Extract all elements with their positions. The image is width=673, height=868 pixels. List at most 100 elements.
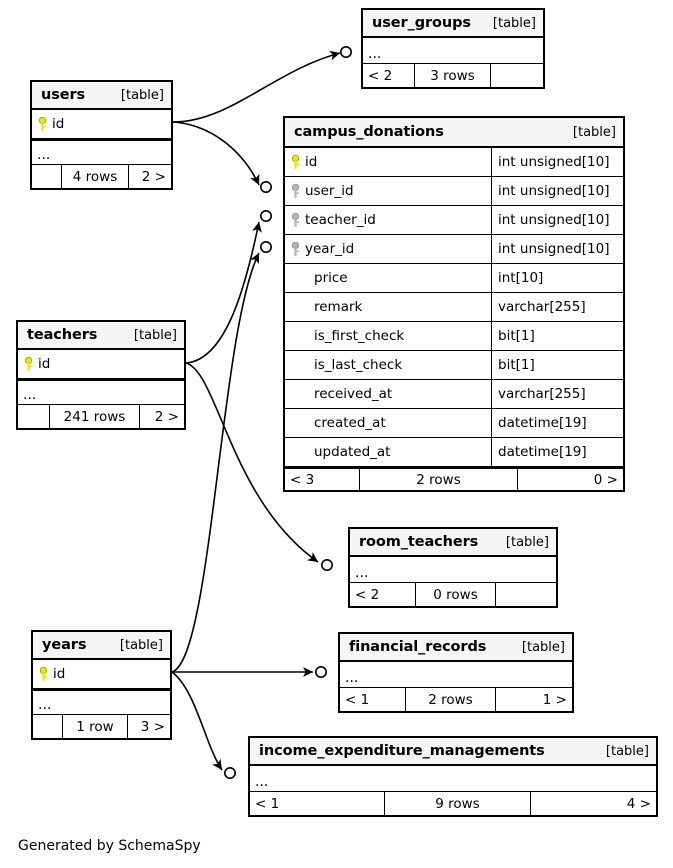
table-title: financial_records [349,639,487,655]
column-name-cell: is_last_check [285,351,491,379]
column-name-cell: price [285,264,491,292]
column-type: bit[1] [491,351,623,379]
table-header: room_teachers [table] [350,529,556,557]
column-type: int unsigned[10] [491,177,623,205]
column-name: updated_at [314,444,391,460]
edge-endpoint-circle [224,766,237,779]
table-title: campus_donations [294,124,444,140]
ellipsis-text: ... [37,147,51,163]
column-row: received_at varchar[255] [285,380,623,409]
edge-endpoint-circle [259,181,272,194]
column-name: received_at [314,386,393,402]
column-name: is_last_check [314,357,403,373]
footer-child-count: 2 > [154,408,179,425]
column-name: user_id [305,183,354,199]
primary-key-icon [285,154,305,170]
footer-row-count: 3 rows [415,64,491,87]
footer-child-count: 2 > [141,168,166,185]
footer-child-count: 0 > [593,471,618,488]
table-header: years [table] [33,632,170,660]
ellipsis-text: ... [23,387,37,403]
column-name: remark [314,299,363,315]
table-node-income_expenditure_managements[interactable]: income_expenditure_managements [table] .… [248,736,658,817]
table-footer: < 1 2 rows 1 > [340,688,572,711]
table-ellipsis-row: ... [350,557,556,583]
footer-child-count [491,64,543,87]
table-node-room_teachers[interactable]: room_teachers [table] ... < 2 0 rows [348,527,558,608]
ellipsis-text: ... [368,46,382,62]
table-footer: < 2 3 rows [363,64,543,87]
edge-endpoint-circle [259,210,272,223]
table-ellipsis-row: ... [363,38,543,64]
table-title: users [41,87,86,103]
table-kind-label: [table] [572,124,616,140]
column-row: remark varchar[255] [285,293,623,322]
table-node-campus_donations[interactable]: campus_donations [table] id int unsigned… [283,116,625,492]
edge-years-income_expenditure [171,671,223,771]
footer-child-count [496,583,556,606]
column-row: created_at datetime[19] [285,409,623,438]
column-name: id [305,154,318,170]
table-footer: 241 rows 2 > [18,405,184,428]
table-ellipsis-row: ... [250,766,656,792]
column-name-cell: teacher_id [285,206,491,234]
column-name-cell: id [285,148,491,176]
column-type: datetime[19] [491,409,623,437]
primary-key-icon [33,666,53,682]
column-name-cell: id [33,660,170,688]
table-title: room_teachers [359,534,479,550]
table-node-years[interactable]: years [table] id ... 1 row 3 > [31,630,172,740]
ellipsis-text: ... [38,697,52,713]
footer-parent-count: < 3 [285,469,360,490]
table-kind-label: [table] [521,639,565,655]
column-type: bit[1] [491,322,623,350]
column-row: id [18,350,184,379]
column-name-cell: updated_at [285,438,491,466]
column-type: int[10] [491,264,623,292]
column-name-cell: year_id [285,235,491,263]
column-name: year_id [305,241,355,257]
column-row: teacher_id int unsigned[10] [285,206,623,235]
column-name: id [52,116,65,132]
table-ellipsis-row: ... [32,139,171,165]
table-title: years [42,637,87,653]
column-row: is_last_check bit[1] [285,351,623,380]
edge-endpoint-circle [259,241,272,254]
primary-key-icon [18,356,38,372]
footer-parent-count: < 2 [350,583,416,606]
column-type: varchar[255] [491,293,623,321]
table-node-user_groups[interactable]: user_groups [table] ... < 2 3 rows [361,8,545,89]
table-ellipsis-row: ... [18,379,184,405]
generated-by-credit: Generated by SchemaSpy [18,838,201,854]
table-header: teachers [table] [18,322,184,350]
primary-key-icon [32,116,52,132]
column-type: int unsigned[10] [491,148,623,176]
column-name-cell: is_first_check [285,322,491,350]
table-footer: 4 rows 2 > [32,165,171,188]
footer-row-count: 2 rows [360,469,518,490]
foreign-key-icon [285,183,305,199]
table-kind-label: [table] [505,534,549,550]
foreign-key-icon [285,212,305,228]
table-footer: < 2 0 rows [350,583,556,606]
edge-years-campus_donations [171,252,260,673]
edge-endpoint-circle [320,558,333,571]
column-name-cell: user_id [285,177,491,205]
table-node-financial_records[interactable]: financial_records [table] ... < 1 2 rows… [338,632,574,713]
foreign-key-icon [285,241,305,257]
table-kind-label: [table] [120,87,164,103]
column-row: id [32,110,171,139]
column-name: price [314,270,348,286]
table-title: income_expenditure_managements [259,743,545,759]
table-node-teachers[interactable]: teachers [table] id ... 241 rows 2 > [16,320,186,430]
column-type: int unsigned[10] [491,235,623,263]
column-name: teacher_id [305,212,376,228]
edge-users-user_groups [172,50,341,123]
table-footer: < 1 9 rows 4 > [250,792,656,815]
column-row: updated_at datetime[19] [285,438,623,467]
table-node-users[interactable]: users [table] id ... 4 rows 2 > [30,80,173,190]
column-name: created_at [314,415,386,431]
edge-endpoint-circle [339,45,352,58]
table-title: user_groups [372,15,471,31]
